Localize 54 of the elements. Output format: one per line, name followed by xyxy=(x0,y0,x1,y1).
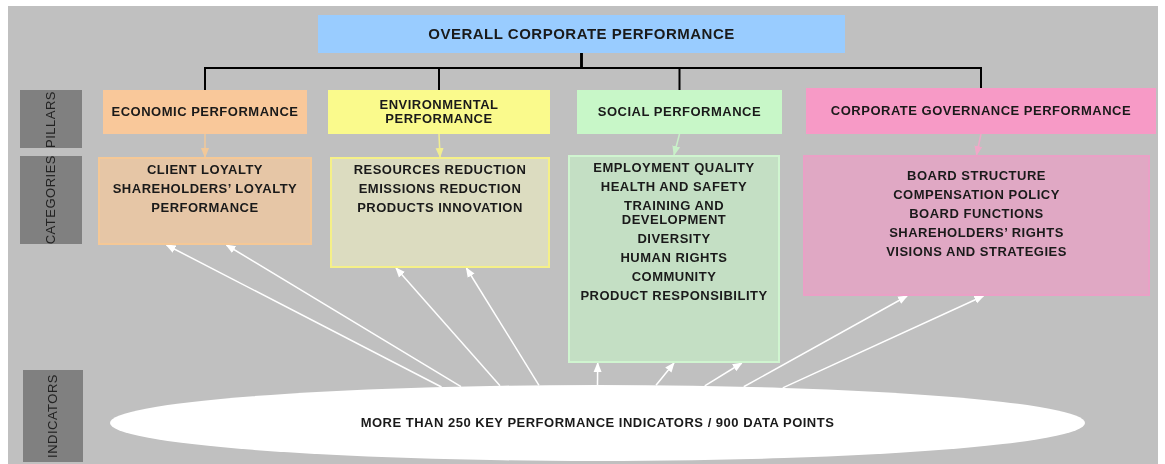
node-text: CORPORATE GOVERNANCE PERFORMANCE xyxy=(829,104,1133,118)
node-text: VISIONS AND STRATEGIES xyxy=(885,245,1068,259)
node-text: EMISSIONS REDUCTION xyxy=(357,182,523,196)
indicator-ellipse xyxy=(110,385,1085,461)
node-text: TRAINING AND DEVELOPMENT xyxy=(620,199,728,227)
node-text: PERFORMANCE xyxy=(150,201,260,215)
pillar-box xyxy=(577,90,782,134)
level-label-box xyxy=(20,156,82,244)
category-box xyxy=(568,155,780,363)
node-text: BOARD STRUCTURE xyxy=(906,169,1047,183)
arrow xyxy=(743,295,908,388)
root-box xyxy=(318,15,845,53)
arrow xyxy=(704,362,743,387)
node-text: PRODUCT RESPONSIBILITY xyxy=(579,289,769,303)
category-box xyxy=(330,157,550,268)
node-text: PRODUCTS INNOVATION xyxy=(356,201,524,215)
pillar-box xyxy=(103,90,307,134)
level-label-box xyxy=(23,370,83,462)
node-text: BOARD FUNCTIONS xyxy=(908,207,1045,221)
connector-line xyxy=(580,52,982,89)
arrow xyxy=(201,133,209,158)
node-text: ECONOMIC PERFORMANCE xyxy=(110,105,300,119)
arrow xyxy=(165,244,443,388)
level-label: CATEGORIES xyxy=(44,155,58,245)
level-label: PILLARS xyxy=(44,90,58,148)
arrow xyxy=(593,362,602,386)
node-text: CLIENT LOYALTY xyxy=(145,163,265,177)
arrow xyxy=(655,362,675,386)
node-text: COMPENSATION POLICY xyxy=(892,188,1061,202)
node-text: SHAREHOLDERS’ LOYALTY xyxy=(111,182,299,196)
node-text: OVERALL CORPORATE PERFORMANCE xyxy=(427,27,736,41)
pillar-box xyxy=(328,90,550,134)
level-label: INDICATORS xyxy=(46,374,60,458)
category-box xyxy=(803,155,1150,296)
arrow xyxy=(672,133,681,156)
level-label-box xyxy=(20,90,82,148)
node-text: SOCIAL PERFORMANCE xyxy=(596,105,763,119)
arrow xyxy=(435,133,444,158)
node-text: HUMAN RIGHTS xyxy=(619,251,729,265)
category-box xyxy=(98,157,312,245)
node-text: COMMUNITY xyxy=(630,270,718,284)
node-text: EMPLOYMENT QUALITY xyxy=(592,161,756,175)
pillar-box xyxy=(806,88,1156,134)
node-text: DIVERSITY xyxy=(636,232,712,246)
arrow xyxy=(782,295,985,389)
arrow xyxy=(395,267,501,387)
node-text: MORE THAN 250 KEY PERFORMANCE INDICATORS / 900 DATA POINTS xyxy=(359,416,836,430)
arrow xyxy=(974,133,983,156)
node-text: HEALTH AND SAFETY xyxy=(599,180,749,194)
node-text: RESOURCES REDUCTION xyxy=(352,163,528,177)
node-text: SHAREHOLDERS’ RIGHTS xyxy=(888,226,1065,240)
arrow xyxy=(225,244,462,388)
node-text: ENVIRONMENTAL PERFORMANCE xyxy=(378,98,500,126)
arrow xyxy=(465,267,540,386)
